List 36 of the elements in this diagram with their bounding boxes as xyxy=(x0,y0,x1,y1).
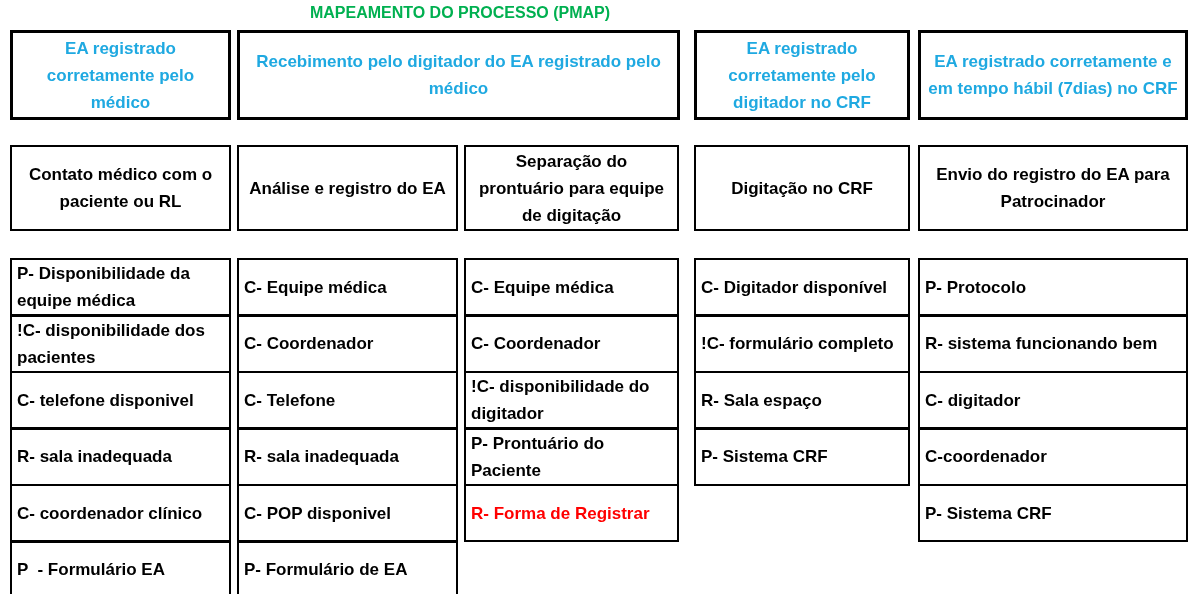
factor-cell: C- coordenador clínico xyxy=(10,484,231,542)
factor-cell: C- Telefone xyxy=(237,371,458,429)
factor-cell: C- Equipe médica xyxy=(237,258,458,316)
process-step-box: Digitação no CRF xyxy=(694,145,910,231)
factor-cell: P - Formulário EA xyxy=(10,540,231,594)
factor-cell: !C- disponibilidade dos pacientes xyxy=(10,314,231,373)
factor-cell: P- Prontuário do Paciente xyxy=(464,427,679,486)
diagram-title: MAPEAMENTO DO PROCESSO (PMAP) xyxy=(308,4,612,22)
factor-cell: P- Sistema CRF xyxy=(694,427,910,486)
process-step-box: Contato médico com o paciente ou RL xyxy=(10,145,231,231)
outcome-box: EA registrado corretamente e em tempo hábil (7dias) no CRF xyxy=(918,30,1188,120)
process-step-box: Separação do prontuário para equipe de digitação xyxy=(464,145,679,231)
process-step-box: Envio do registro do EA para Patrocinador xyxy=(918,145,1188,231)
factor-cell: P- Formulário de EA xyxy=(237,540,458,594)
factor-cell: !C- disponibilidade do digitador xyxy=(464,371,679,429)
factor-cell: P- Protocolo xyxy=(918,258,1188,316)
factor-cell: P- Sistema CRF xyxy=(918,484,1188,542)
factor-cell: C- Equipe médica xyxy=(464,258,679,316)
outcome-box: EA registrado corretamente pelo digitador no CRF xyxy=(694,30,910,120)
factor-cell: C- Coordenador xyxy=(464,314,679,373)
factor-cell: C- Digitador disponível xyxy=(694,258,910,316)
outcome-box: EA registrado corretamente pelo médico xyxy=(10,30,231,120)
factor-cell: C- Coordenador xyxy=(237,314,458,373)
factor-cell: C- POP disponivel xyxy=(237,484,458,542)
factor-cell: R- Sala espaço xyxy=(694,371,910,429)
outcome-box: Recebimento pelo digitador do EA registrado pelo médico xyxy=(237,30,680,120)
factor-cell: !C- formulário completo xyxy=(694,314,910,373)
factor-cell: C-coordenador xyxy=(918,427,1188,486)
factor-cell: C- digitador xyxy=(918,371,1188,429)
factor-cell: R- sistema funcionando bem xyxy=(918,314,1188,373)
factor-cell: R- sala inadequada xyxy=(237,427,458,486)
factor-cell: R- Forma de Registrar xyxy=(464,484,679,542)
factor-cell: R- sala inadequada xyxy=(10,427,231,486)
factor-cell: C- telefone disponivel xyxy=(10,371,231,429)
factor-cell: P- Disponibilidade da equipe médica xyxy=(10,258,231,316)
process-step-box: Análise e registro do EA xyxy=(237,145,458,231)
